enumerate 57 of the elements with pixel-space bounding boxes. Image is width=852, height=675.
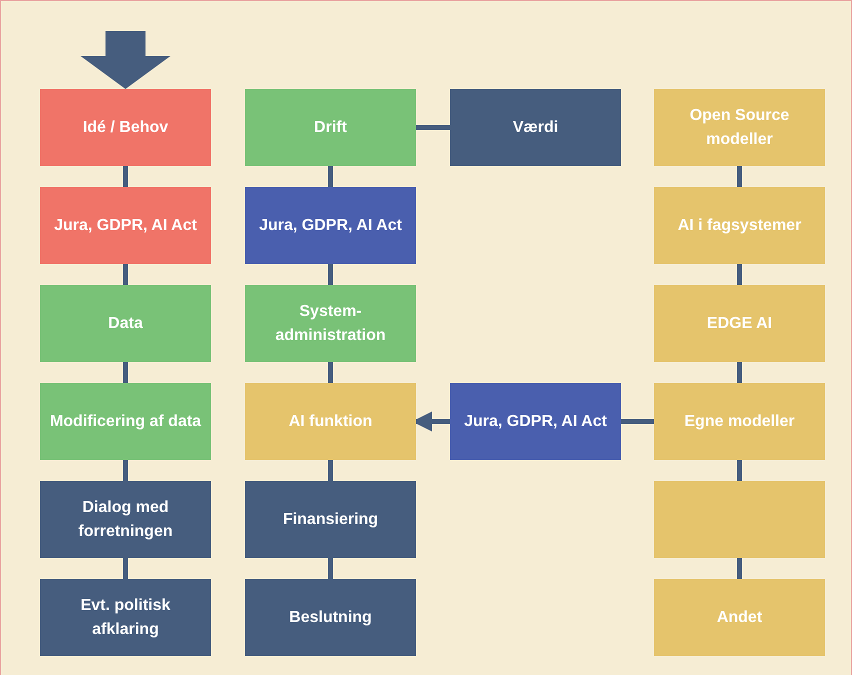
box-label: Data [108,314,143,334]
connector-line [328,166,333,187]
process-box [245,481,416,558]
connector-line [328,460,333,481]
box-label: Idé / Behov [82,118,168,138]
box-label: Andet [716,608,762,628]
box-label: Jura, GDPR, AI Act [54,216,197,236]
process-box [40,579,211,656]
box-label: AI funktion [288,412,372,432]
connector-line [123,166,128,187]
box-label: Evt. politisk afklaring [80,596,172,640]
connector-line [123,558,128,579]
process-box [450,89,621,166]
box-label: Drift [314,118,347,138]
block-arrow [80,31,170,89]
connector-line [737,460,742,481]
process-box [654,285,825,362]
box-label: Jura, GDPR, AI Act [259,216,402,236]
connector-line [123,362,128,383]
box-label: Modificering af data [50,412,202,432]
process-box [245,187,416,264]
connector-line [737,264,742,285]
process-box [654,187,825,264]
process-box [245,285,416,362]
process-box [245,89,416,166]
process-box [245,579,416,656]
box-label: Finansiering [282,510,378,530]
box-label: Jura, GDPR, AI Act [464,412,607,432]
connector-line [123,264,128,285]
box-label: Egne modeller [684,412,795,432]
process-box [40,89,211,166]
connector-line [328,362,333,383]
process-box [654,579,825,656]
connector-line [737,166,742,187]
process-box [245,383,416,460]
connector-line [123,460,128,481]
box-label: EDGE AI [706,314,772,334]
box-label: System-administration [274,302,387,346]
process-box [40,285,211,362]
process-box [40,383,211,460]
box-label: Open Source modeller [688,106,790,150]
connector-line [737,362,742,383]
connector-line [328,264,333,285]
process-box [40,187,211,264]
box-label: Beslutning [289,608,372,628]
connector-line [621,419,654,424]
box-label: Værdi [512,118,558,138]
box-label: Dialog med forretningen [77,498,174,542]
connector-line [328,558,333,579]
process-box [654,383,825,460]
process-box [450,383,621,460]
empty-box [654,481,825,558]
process-box [654,89,825,166]
connector-line [416,125,450,130]
process-box [40,481,211,558]
connector-line [737,558,742,579]
box-label: AI i fagsystemer [678,216,802,236]
